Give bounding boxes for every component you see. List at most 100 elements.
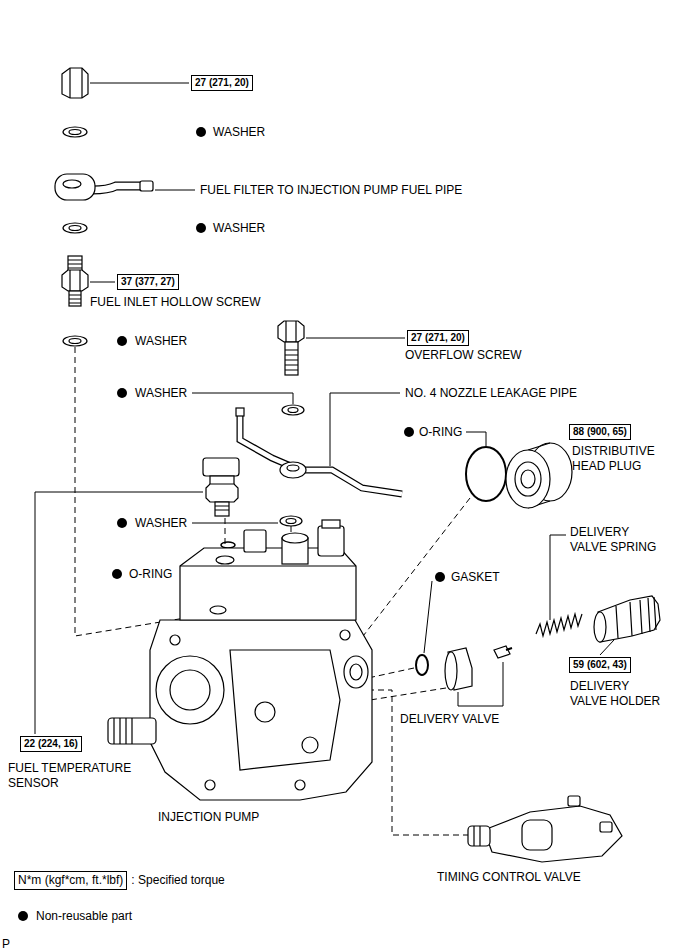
non-reusable-dot — [112, 569, 122, 579]
injection-pump — [210, 606, 226, 614]
hollow-screw — [79, 270, 80, 291]
o-ring — [221, 542, 235, 548]
fuel-pipe — [63, 180, 81, 188]
part-label: TIMING CONTROL VALVE — [437, 870, 581, 885]
o-ring — [466, 447, 506, 501]
washer — [288, 408, 298, 413]
head-plug — [506, 450, 550, 508]
injection-pump — [205, 780, 215, 790]
hollow-screw — [68, 260, 82, 268]
hollow-screw — [69, 291, 81, 306]
torque-box: 22 (224, 16) — [20, 736, 82, 752]
delivery-valve-holder — [648, 597, 656, 632]
timing-control-valve — [484, 806, 622, 862]
leader-line — [330, 393, 400, 466]
injection-pump — [230, 650, 340, 770]
timing-control-valve — [600, 822, 612, 832]
part-label: DELIVERY VALVE SPRING — [570, 525, 665, 555]
torque-box: 88 (900, 65) — [569, 424, 631, 440]
part-label: P — [2, 937, 10, 952]
timing-control-valve — [474, 826, 480, 846]
overflow-screw — [285, 321, 286, 342]
delivery-valve — [494, 646, 510, 658]
hollow-screw — [62, 270, 88, 291]
torque-box: 59 (602, 43) — [569, 657, 631, 673]
overflow-screw — [278, 321, 304, 342]
injection-pump — [344, 656, 368, 688]
washer — [69, 339, 81, 344]
injection-pump — [340, 630, 350, 640]
torque-box: 27 (271, 20) — [407, 330, 469, 346]
washer — [69, 130, 81, 135]
leakage-pipe — [240, 412, 402, 494]
non-reusable-dot — [196, 127, 206, 137]
injection-pump — [244, 530, 266, 552]
part-label: WASHER — [135, 386, 187, 401]
delivery-valve-holder — [598, 596, 660, 642]
torque-value: 37 (377, 27) — [121, 276, 175, 288]
torque-value: 22 (224, 16) — [24, 738, 78, 750]
delivery-valve-holder — [616, 600, 642, 638]
non-reusable-dot — [117, 336, 127, 346]
non-reusable-dot — [117, 518, 127, 528]
injection-pump — [170, 670, 210, 710]
injection-pump — [180, 565, 356, 566]
injection-pump — [108, 718, 156, 744]
part-label: OVERFLOW SCREW — [405, 348, 522, 363]
part-label: FUEL FILTER TO INJECTION PUMP FUEL PIPE — [200, 183, 462, 198]
leader-line — [600, 640, 614, 655]
part-label: NO. 4 NOZZLE LEAKAGE PIPE — [405, 386, 577, 401]
o-ring — [466, 447, 506, 501]
injection-pump — [180, 548, 356, 620]
injection-pump — [216, 556, 234, 564]
part-label: DISTRIBUTIVE HEAD PLUG — [572, 444, 667, 474]
injection-pump — [156, 656, 224, 724]
injection-pump — [150, 620, 372, 800]
part-label: GASKET — [451, 570, 500, 585]
delivery-valve-spring — [536, 614, 582, 636]
leakage-pipe — [240, 412, 402, 494]
non-reusable-dot — [196, 223, 206, 233]
delivery-valve-holder — [594, 612, 606, 642]
hollow-screw — [62, 256, 88, 306]
cap-nut — [69, 68, 70, 98]
washer — [286, 519, 296, 524]
washer — [280, 516, 302, 526]
head-plug — [521, 470, 535, 488]
delivery-valve — [445, 646, 512, 690]
injection-pump — [322, 520, 340, 528]
o-ring — [221, 542, 235, 548]
washer — [69, 226, 81, 231]
leader-line — [155, 190, 195, 191]
injection-pump — [114, 718, 132, 744]
delivery-valve-holder — [594, 596, 660, 642]
injection-pump — [350, 664, 362, 680]
leakage-pipe — [236, 408, 244, 416]
head-plug — [515, 462, 541, 496]
overflow-screw — [285, 342, 298, 375]
temperature-sensor — [203, 458, 239, 476]
part-label: INJECTION PUMP — [158, 810, 259, 825]
leader-line — [90, 282, 115, 283]
fuel-pipe — [55, 174, 153, 200]
alignment-line — [368, 668, 414, 678]
legend-text: : Specified torque — [131, 873, 224, 888]
alignment-line — [368, 690, 468, 835]
alignment-line — [360, 498, 470, 640]
timing-control-valve — [468, 826, 490, 846]
delivery-valve-spring — [536, 614, 582, 636]
leader-line — [466, 432, 486, 446]
timing-control-valve — [568, 796, 580, 806]
non-reusable-dot — [18, 127, 445, 921]
leader-line — [192, 393, 293, 404]
non-reusable-dot — [18, 911, 28, 921]
torque-box: 37 (377, 27) — [117, 274, 179, 290]
leakage-pipe — [280, 462, 306, 478]
part-label: DELIVERY VALVE HOLDER — [570, 679, 665, 709]
alignment-line — [225, 518, 226, 545]
leader-line — [90, 83, 189, 84]
part-label: WASHER — [213, 221, 265, 236]
non-reusable-dot — [117, 388, 127, 398]
unit-box: N*m (kgf*cm, ft.*lbf) — [14, 871, 127, 890]
